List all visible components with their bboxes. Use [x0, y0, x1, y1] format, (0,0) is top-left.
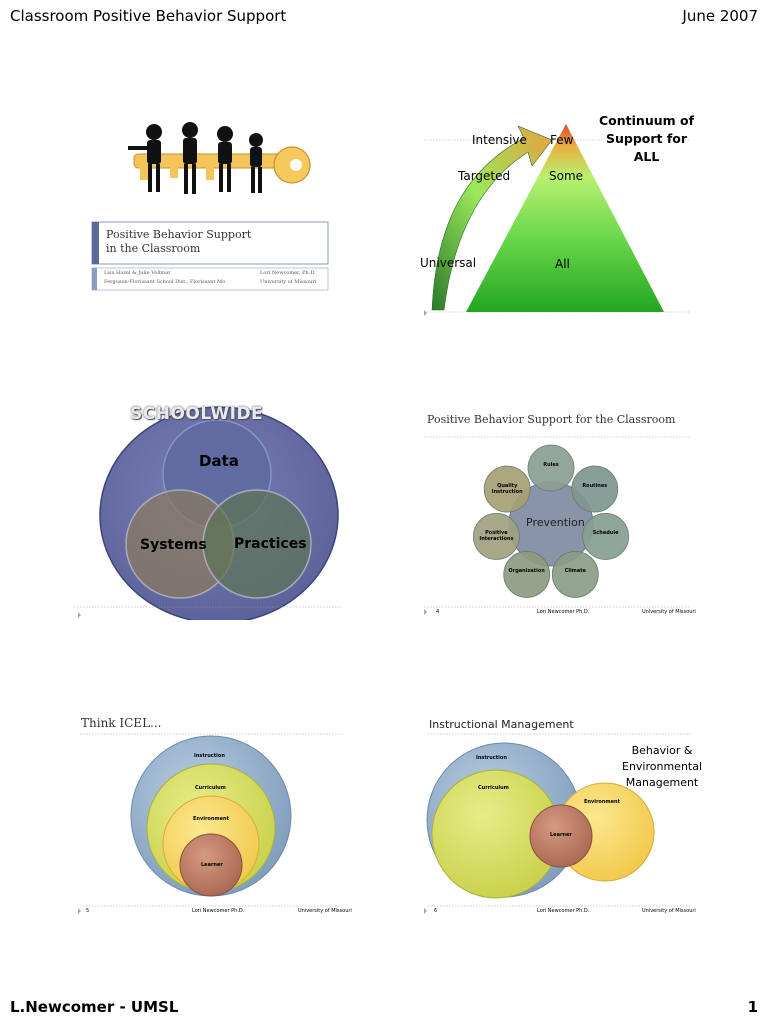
label-all: All [555, 257, 570, 271]
schoolwide-banner: SCHOOLWIDE [130, 404, 264, 424]
page-header-date: June 2007 [682, 7, 758, 25]
slide-6-side-line2: Environmental [622, 760, 703, 773]
label-learner: Learner [201, 862, 223, 868]
slide-1-author-left2: Ferguson-Florissant School Dist., Floris… [104, 279, 226, 285]
slide-2-graphic [424, 124, 690, 316]
slide-1-title-line1: Positive Behavior Support [106, 228, 252, 241]
learner-circle [529, 804, 593, 868]
label-environment: Environment [193, 816, 229, 822]
label-instruction-6: Instruction [476, 755, 507, 761]
petal-circle [551, 551, 599, 598]
petal-label: Quality Instruction [491, 483, 523, 496]
slide-6-number: 6 [434, 908, 438, 914]
label-targeted: Targeted [458, 169, 511, 183]
page-footer-page-number: 1 [747, 998, 758, 1016]
slide-2-continuum: Continuum of Support for ALL Intensive T… [420, 110, 700, 320]
slide-1-title-line2: in the Classroom [106, 242, 201, 255]
label-curriculum: Curriculum [195, 785, 226, 791]
slide-1-graphic [91, 122, 329, 291]
slide-1-author-right2: University of Missouri [260, 279, 317, 285]
label-few: Few [550, 133, 574, 147]
page-footer-author: L.Newcomer - UMSL [10, 998, 179, 1016]
label-systems: Systems [140, 537, 207, 553]
slide-1-author-left1: Lisa Hazel & Julie Vollmar [104, 270, 171, 276]
slide-6-side-label: Behavior & Environmental Management [622, 743, 702, 791]
slide-6-footer-right: University of Missouri [642, 908, 696, 914]
slide-4-footer-mid: Lori Newcomer Ph.D. [537, 609, 590, 615]
slide-3-schoolwide: SCHOOLWIDE Data Systems Practices [70, 400, 350, 620]
prevention-label: Prevention [526, 516, 585, 529]
slide-5-icel: Think ICEL... Instruction Curriculum Env… [70, 710, 352, 920]
petal-circle [527, 444, 575, 492]
slide-5-footer-mid: Lori Newcomer Ph.D. [192, 908, 245, 914]
petal-label: Climate [564, 568, 587, 575]
slide-6-instructional-management: Instructional Management Behavior & Envi… [420, 710, 702, 920]
slide-2-heading: Continuum of Support for ALL [599, 112, 694, 166]
slide-6-footer-mid: Lori Newcomer Ph.D. [537, 908, 590, 914]
slide-4-title: Positive Behavior Support for the Classr… [427, 413, 676, 426]
slide-6-side-line3: Management [625, 776, 699, 789]
label-data: Data [199, 452, 239, 470]
petal-circle [473, 513, 520, 560]
label-instruction: Instruction [194, 753, 225, 759]
slide-2-heading-line1: Continuum of [599, 113, 695, 128]
slide-2-heading-line3: ALL [633, 149, 660, 164]
learner-ring [179, 833, 243, 897]
slide-2-heading-line2: Support for [605, 131, 688, 146]
practices-circle [202, 489, 312, 599]
petal-label: Routines [582, 483, 608, 490]
petal-label: Rules [543, 462, 559, 468]
slide-6-title: Instructional Management [429, 718, 574, 731]
slide-5-footer-right: University of Missouri [298, 908, 352, 914]
petal-circle [582, 513, 629, 560]
page-header-title: Classroom Positive Behavior Support [10, 7, 287, 25]
label-curriculum-6: Curriculum [478, 785, 509, 791]
slide-5-graphic [78, 733, 342, 914]
label-learner-6: Learner [550, 832, 572, 838]
label-universal: Universal [420, 256, 477, 270]
slide-5-title: Think ICEL... [81, 716, 162, 730]
petal-circle [503, 551, 551, 598]
upward-arrow-shape [431, 125, 553, 311]
petal-circle [483, 465, 531, 513]
label-intensive: Intensive [472, 133, 527, 147]
slide-4-number: 4 [436, 609, 440, 615]
petal-label: Organization [508, 568, 545, 575]
slide-4-graphic [424, 436, 690, 615]
slide-3-graphic [74, 406, 342, 620]
slide-4-footer-right: University of Missouri [642, 609, 696, 615]
label-practices: Practices [234, 536, 307, 552]
label-environment-6: Environment [584, 799, 620, 805]
petal-circle [571, 465, 619, 513]
slide-4-prevention: Positive Behavior Support for the Classr… [420, 400, 700, 615]
petal-label: Positive Interactions [479, 530, 514, 543]
slide-6-graphic [424, 733, 690, 914]
slide-1-title: Positive Behavior Support in the Classro… [70, 110, 350, 320]
slide-1-author-right1: Lori Newcomer, Ph.D. [260, 270, 316, 276]
pyramid-shape [466, 124, 664, 312]
slide-6-side-line1: Behavior & [631, 744, 693, 757]
key-with-figures-icon [128, 122, 311, 194]
slide-5-number: 5 [86, 908, 90, 914]
label-some: Some [549, 169, 584, 183]
petal-label: Schedule [592, 530, 619, 537]
